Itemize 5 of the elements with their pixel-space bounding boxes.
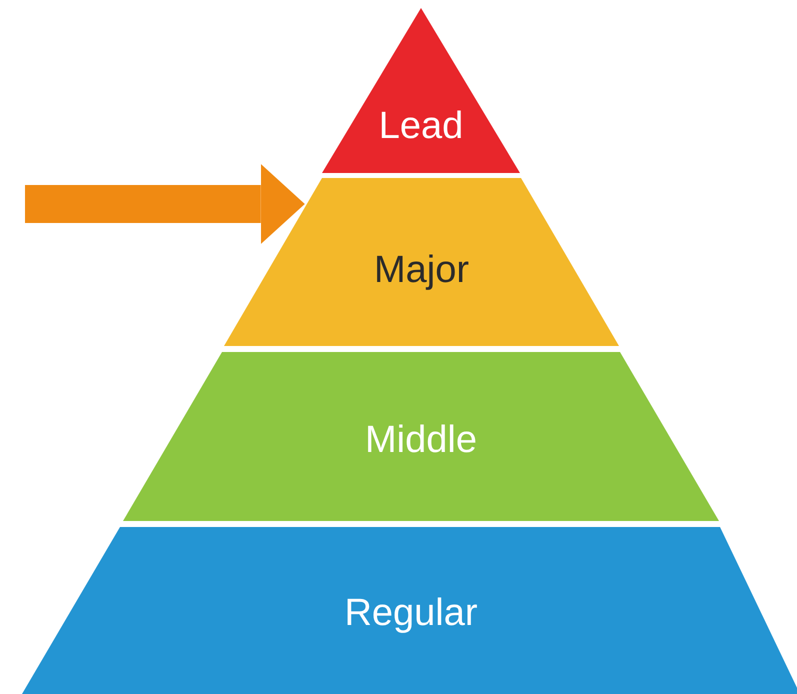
tier-label: Regular [344,591,478,635]
tier-label: Middle [365,418,477,462]
tier-label: Major [374,248,470,292]
arrow [25,164,305,244]
tier-label: Lead [378,104,464,148]
